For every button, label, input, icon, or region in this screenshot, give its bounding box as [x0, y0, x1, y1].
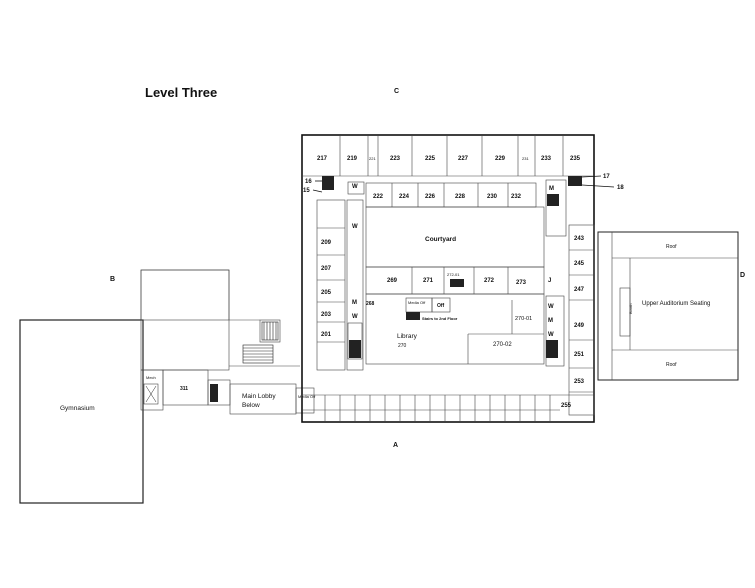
marker-16: 16 [305, 179, 312, 185]
room-270-01-label: 270-01 [515, 316, 532, 322]
room-243: 243 [574, 236, 585, 242]
room-219: 219 [347, 156, 358, 162]
room-251: 251 [574, 352, 585, 358]
room-273: 273 [516, 280, 527, 286]
booth-label: Booth [628, 304, 633, 314]
map-title: Level Three [145, 85, 217, 100]
room-255: 255 [561, 403, 572, 409]
room-201: 201 [321, 332, 332, 338]
west-w-1: W [352, 184, 358, 190]
room-228: 228 [455, 194, 466, 200]
room-269: 269 [387, 278, 398, 284]
room-222: 222 [373, 194, 384, 200]
room-230: 230 [487, 194, 498, 200]
media-off-label: Media Off [408, 300, 426, 305]
room-311-label: 311 [180, 386, 188, 392]
markers: 16 15 17 18 [303, 174, 624, 194]
room-272-01: 272-01 [447, 272, 460, 277]
east-j: J [548, 278, 551, 284]
courtyard-label: Courtyard [425, 236, 456, 243]
compass-south: A [393, 442, 398, 449]
east-w-1: W [548, 304, 554, 310]
media-off-2-label: Media Off [298, 394, 316, 399]
auditorium: Roof Roof Upper Auditorium Seating Booth [597, 231, 739, 381]
main-lobby-label: Main Lobby [242, 393, 276, 400]
east-m-1: M [549, 186, 554, 192]
room-271: 271 [423, 278, 434, 284]
academic-block: Courtyard 268 Media Off Off Stairs to 2n… [301, 134, 595, 423]
room-232: 232 [511, 194, 522, 200]
room-235: 235 [570, 156, 581, 162]
east-w-2: W [548, 332, 554, 338]
roof-bottom-label: Roof [666, 362, 677, 368]
room-225: 225 [425, 156, 436, 162]
room-231: 231 [522, 156, 529, 161]
room-224: 224 [399, 194, 410, 200]
library-num-label: 270 [398, 343, 407, 349]
west-room-labels: 209 207 205 203 201 W W M W [321, 184, 358, 338]
room-229: 229 [495, 156, 506, 162]
roof-top-label: Roof [666, 244, 677, 250]
compass-west: B [110, 276, 115, 283]
room-223: 223 [390, 156, 401, 162]
west-wing: Mech 311 Main Lobby Below Media Off [140, 269, 316, 415]
room-233: 233 [541, 156, 552, 162]
off-label: Off [437, 303, 445, 309]
west-m-1: M [352, 300, 357, 306]
room-245: 245 [574, 261, 585, 267]
main-lobby-below-label: Below [242, 402, 260, 409]
room-270-02-label: 270-02 [493, 342, 512, 348]
room-249: 249 [574, 323, 585, 329]
west-w-3: W [352, 314, 358, 320]
room-268-label: 268 [366, 301, 375, 307]
room-227: 227 [458, 156, 469, 162]
compass-east: D [740, 272, 745, 279]
compass-north: C [394, 88, 399, 95]
library-label: Library [397, 333, 418, 340]
west-stairs-icon [261, 321, 279, 341]
room-209: 209 [321, 240, 332, 246]
center-room-labels: 269 271 272-01 272 273 [387, 272, 527, 286]
upper-auditorium-label: Upper Auditorium Seating [642, 301, 710, 307]
room-207: 207 [321, 266, 332, 272]
gymnasium-label: Gymnasium [60, 405, 95, 412]
room-226: 226 [425, 194, 436, 200]
gymnasium: Gymnasium [19, 319, 144, 504]
mech-label: Mech [146, 375, 156, 380]
stairs-2nd-label: Stairs to 2nd Floor [422, 316, 458, 321]
room-247: 247 [574, 287, 585, 293]
west-w-2: W [352, 224, 358, 230]
east-m-2: M [548, 318, 553, 324]
east-room-labels: 243 245 247 249 251 253 255 M J W M W [548, 186, 585, 409]
room-253: 253 [574, 379, 585, 385]
marker-15: 15 [303, 188, 310, 194]
marker-17: 17 [603, 174, 610, 180]
room-205: 205 [321, 290, 332, 296]
room-203: 203 [321, 312, 332, 318]
room-221: 221 [369, 156, 376, 161]
room-217: 217 [317, 156, 328, 162]
west-stairs-2-icon [242, 344, 274, 364]
room-272: 272 [484, 278, 495, 284]
top-room-labels: 217 219 221 223 225 227 229 231 233 235 [317, 156, 581, 162]
inner-top-room-labels: 222 224 226 228 230 232 [373, 194, 522, 200]
marker-18: 18 [617, 185, 624, 191]
